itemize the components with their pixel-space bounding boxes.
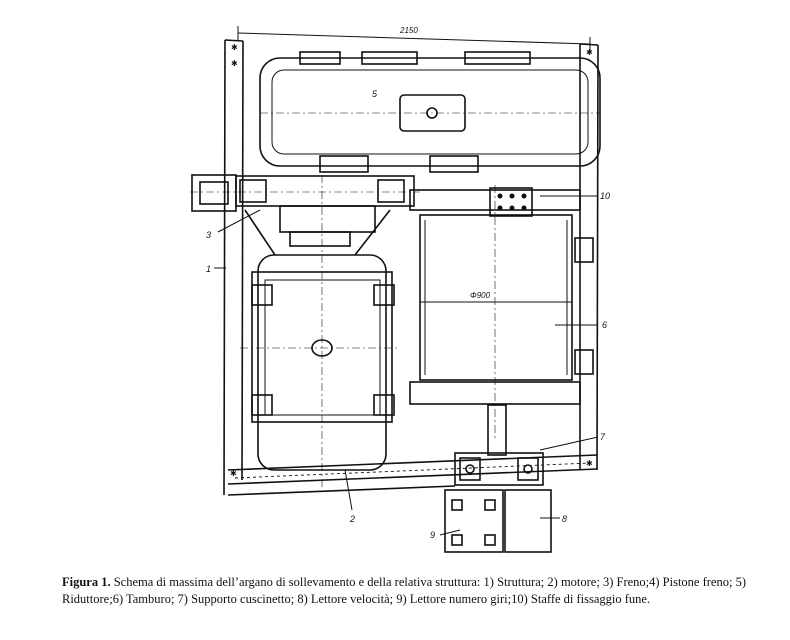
brake-assembly <box>190 174 420 247</box>
dimension-label-drum-diameter: Φ900 <box>470 291 491 300</box>
rope-fixing-brackets <box>489 187 533 217</box>
figure-label: Figura 1. <box>62 575 111 589</box>
motor <box>240 175 400 490</box>
bearing-support <box>454 404 544 486</box>
winch-schematic-drawing: 2150 ✱ ✱ ✱ ✱ ✱ <box>190 26 610 553</box>
svg-text:✱: ✱ <box>586 459 593 468</box>
structure-frame: ✱ ✱ ✱ ✱ ✱ <box>223 39 599 496</box>
sensors <box>444 489 552 553</box>
callout-3: 3 <box>206 230 211 240</box>
callout-1: 1 <box>206 264 211 274</box>
callout-5: 5 <box>372 89 378 99</box>
svg-text:✱: ✱ <box>231 43 238 52</box>
overall-width-dimension: 2150 <box>237 26 591 51</box>
svg-text:✱: ✱ <box>586 48 593 57</box>
callout-leaders <box>214 195 599 536</box>
callout-2: 2 <box>349 514 355 524</box>
callout-7: 7 <box>600 432 606 442</box>
callout-8: 8 <box>562 514 567 524</box>
callout-10: 10 <box>600 191 610 201</box>
gear-reducer <box>259 51 601 173</box>
svg-text:✱: ✱ <box>230 469 237 478</box>
callout-9: 9 <box>430 530 435 540</box>
figure-caption: Figura 1. Schema di massima dell’argano … <box>62 574 752 608</box>
figure-caption-text: Schema di massima dell’argano di solleva… <box>62 575 746 606</box>
svg-text:✱: ✱ <box>231 59 238 68</box>
callout-6: 6 <box>602 320 607 330</box>
drum: Φ900 <box>409 185 594 440</box>
dimension-label-width: 2150 <box>399 26 418 35</box>
